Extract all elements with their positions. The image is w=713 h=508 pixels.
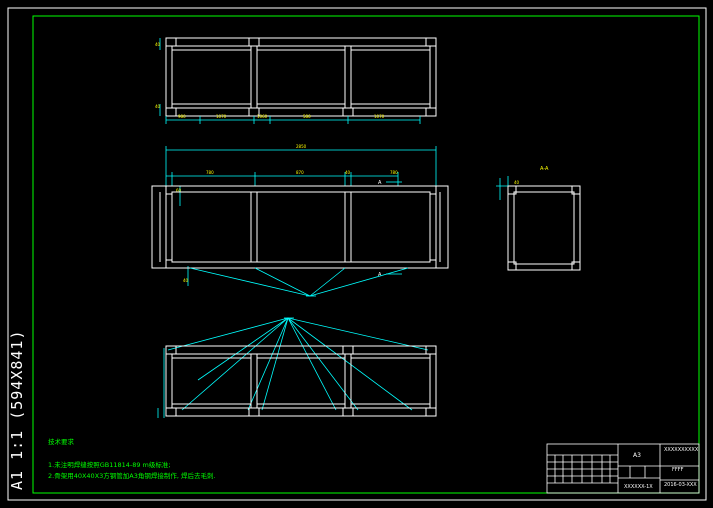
front-dim-4: 780 (390, 170, 398, 175)
front-view-dim-labels: 2850 780 870 40 780 60 40 (176, 144, 398, 283)
note-2: 2.骨架用40X40X3方钢管加A3角钢焊接制作, 焊后去毛刺. (48, 472, 216, 480)
top-dim-2: 1070 (216, 114, 227, 119)
top-small-dim-1: 40 (155, 42, 161, 47)
bottom-view-leaders (157, 317, 429, 418)
top-dim-3: 1060 (257, 114, 268, 119)
note-1: 1.未注明焊缝按照GB11814-89 m级标准; (48, 461, 171, 469)
front-view-dimensions (165, 146, 437, 286)
front-small-dim-2: 40 (183, 278, 189, 283)
front-dim-2: 870 (296, 170, 304, 175)
inner-border (32, 15, 700, 494)
front-view-section-marks: A A (378, 180, 382, 278)
section-mark-bottom: A (378, 272, 382, 278)
front-small-dim-1: 60 (176, 188, 182, 193)
title-block-date: 2016-03-XXX (664, 482, 697, 488)
section-aa-dim-labels: 40 (514, 180, 520, 185)
section-small-dim: 40 (514, 180, 520, 185)
title-block-drawing-no: XXXXXX-1X (624, 484, 653, 490)
top-small-dim-2: 40 (155, 104, 161, 109)
technical-notes: 技术要求 1.未注明焊缝按照GB11814-89 m级标准; 2.骨架用40X4… (48, 437, 216, 482)
top-dim-5: 1070 (374, 114, 385, 119)
bottom-view (165, 345, 437, 417)
section-aa-label: A-A (540, 166, 549, 172)
front-view (151, 185, 449, 269)
notes-title: 技术要求 (48, 438, 74, 446)
top-view (165, 37, 437, 117)
title-block (546, 443, 700, 494)
title-block-name: FFFF (672, 467, 684, 473)
top-view-dimensions (159, 38, 421, 124)
section-aa-dimensions (496, 176, 530, 200)
outer-border (7, 7, 707, 501)
front-dim-1: 780 (206, 170, 214, 175)
section-mark-top: A (378, 180, 382, 186)
top-dim-4: 580 (303, 114, 311, 119)
front-view-leaders (189, 267, 409, 297)
front-overall-dim: 2850 (296, 144, 307, 149)
sheet-size-label: A1 1:1 (594X841) (8, 329, 26, 491)
front-dim-3: 40 (345, 170, 351, 175)
title-block-company: XXXXXXXXXX (664, 447, 699, 453)
title-block-scale: A3 (633, 452, 641, 459)
section-aa-view (507, 185, 581, 271)
top-dim-1: 980 (178, 114, 186, 119)
